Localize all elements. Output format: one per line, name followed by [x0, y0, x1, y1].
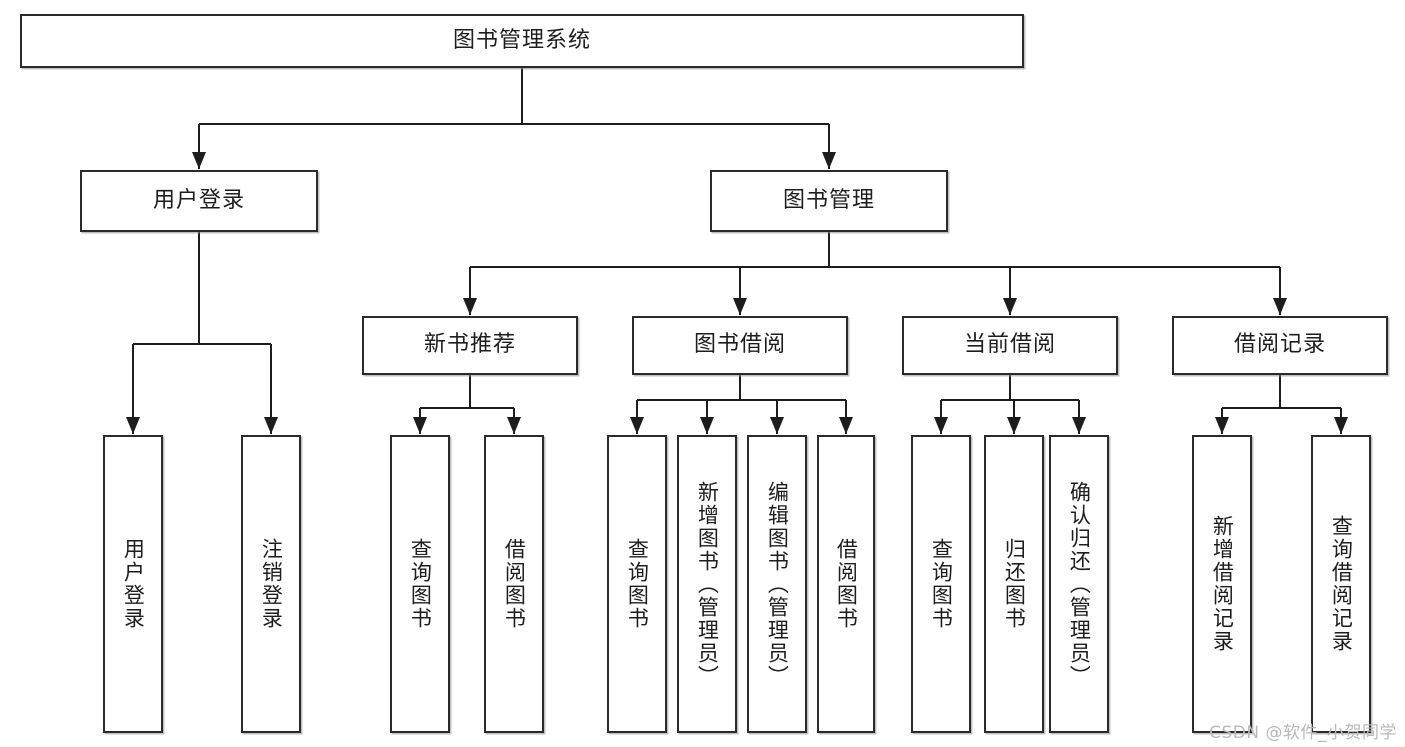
node-label: 借阅图书 [502, 538, 527, 630]
node-label: 新增借阅记录 [1210, 515, 1235, 653]
node-label: 借阅图书 [834, 538, 859, 630]
node-label: 用户登录 [121, 538, 146, 630]
node-label: 查询图书 [625, 538, 650, 630]
node-root[interactable]: 图书管理系统 [20, 14, 1024, 68]
node-label: 图书管理系统 [452, 27, 591, 53]
node-borrow-record[interactable]: 借阅记录 [1172, 316, 1388, 375]
node-leaf-add-book-admin[interactable]: 新增图书（管理员） [677, 435, 737, 733]
node-current-borrow[interactable]: 当前借阅 [902, 316, 1118, 375]
node-label: 确认归还（管理员） [1067, 480, 1092, 688]
node-label: 当前借阅 [963, 332, 1056, 358]
node-label: 编辑图书（管理员） [765, 480, 790, 688]
node-book-management[interactable]: 图书管理 [710, 170, 948, 232]
node-label: 查询图书 [408, 538, 433, 630]
node-label: 查询图书 [929, 538, 954, 630]
node-label: 查询借阅记录 [1329, 515, 1354, 653]
node-leaf-edit-book-admin[interactable]: 编辑图书（管理员） [747, 435, 807, 733]
watermark-text: CSDN @软件_小贺同学 [1209, 723, 1397, 743]
node-leaf-borrow-book-2[interactable]: 借阅图书 [817, 435, 875, 733]
node-label: 图书借阅 [693, 332, 786, 358]
node-leaf-confirm-return-admin[interactable]: 确认归还（管理员） [1049, 435, 1109, 733]
node-label: 借阅记录 [1233, 332, 1326, 358]
node-leaf-query-book-1[interactable]: 查询图书 [390, 435, 450, 733]
node-leaf-query-borrow-record[interactable]: 查询借阅记录 [1311, 435, 1371, 733]
node-leaf-logout[interactable]: 注销登录 [241, 435, 301, 733]
node-label: 新增图书（管理员） [695, 480, 720, 688]
node-label: 归还图书 [1002, 538, 1027, 630]
node-leaf-add-borrow-record[interactable]: 新增借阅记录 [1192, 435, 1252, 733]
node-leaf-return-book[interactable]: 归还图书 [984, 435, 1044, 733]
node-label: 注销登录 [259, 538, 284, 630]
node-label: 新书推荐 [423, 332, 516, 358]
node-leaf-borrow-book-1[interactable]: 借阅图书 [484, 435, 544, 733]
node-label: 图书管理 [782, 187, 875, 213]
node-label: 用户登录 [152, 187, 245, 213]
node-user-login[interactable]: 用户登录 [80, 170, 318, 232]
node-leaf-query-book-2[interactable]: 查询图书 [607, 435, 667, 733]
node-leaf-query-book-3[interactable]: 查询图书 [911, 435, 971, 733]
node-leaf-user-login[interactable]: 用户登录 [103, 435, 163, 733]
node-new-book-recommend[interactable]: 新书推荐 [362, 316, 578, 375]
node-book-borrow[interactable]: 图书借阅 [632, 316, 848, 375]
